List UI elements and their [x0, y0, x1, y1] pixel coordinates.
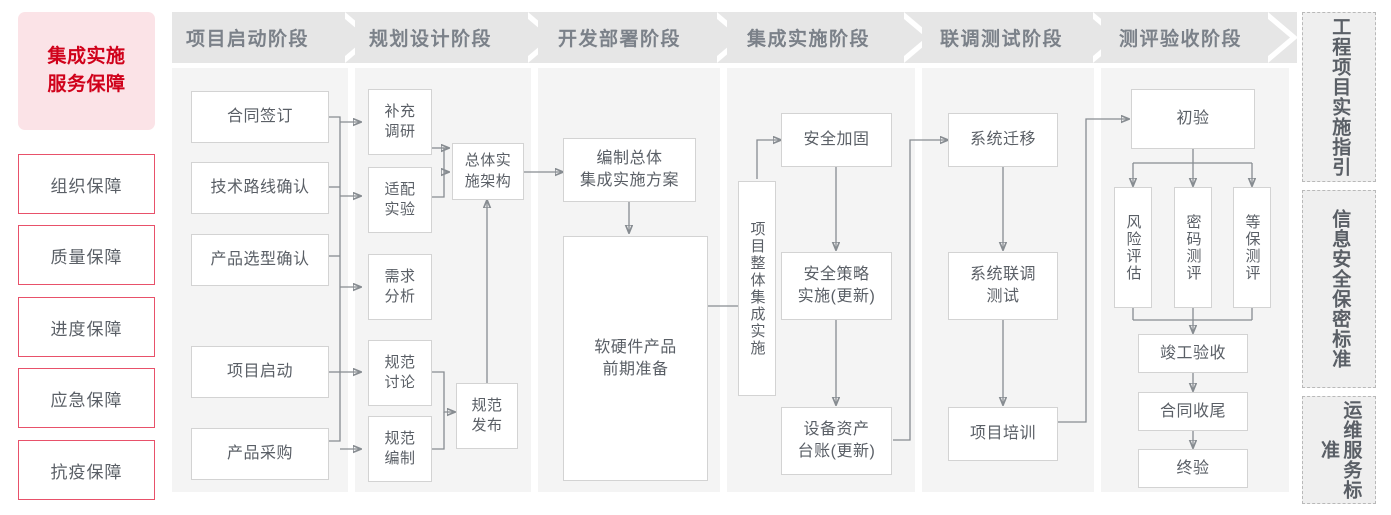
node-p2-2[interactable]: 需求 分析	[368, 254, 432, 320]
node-label: 合同签订	[226, 108, 293, 126]
phase-header-p3[interactable]: 开发部署阶段	[538, 12, 747, 63]
phase-header-p6[interactable]: 测评验收阶段	[1101, 12, 1298, 63]
phase-header-label: 规划设计阶段	[369, 29, 493, 50]
node-p5-2[interactable]: 项目培训	[948, 407, 1058, 461]
node-label: 规范 发布	[471, 396, 503, 434]
node-label: 初验	[1176, 110, 1210, 128]
standard-label: 运维服务标准	[1318, 400, 1362, 500]
phase-header-p1[interactable]: 项目启动阶段	[172, 12, 375, 63]
standard-item-1[interactable]: 信息安全保密标准	[1302, 190, 1376, 388]
node-p1-0[interactable]: 合同签订	[191, 91, 329, 143]
node-p1-4[interactable]: 产品采购	[191, 428, 329, 480]
guarantee-item-4[interactable]: 抗疫保障	[18, 440, 155, 500]
phase-header-p5[interactable]: 联调测试阶段	[922, 12, 1123, 63]
node-p2-4[interactable]: 规范 编制	[368, 416, 432, 482]
node-label: 系统联调 测试	[969, 266, 1036, 305]
phase-header-label: 集成实施阶段	[747, 29, 871, 50]
guarantee-label: 组织保障	[50, 176, 123, 196]
standard-item-0[interactable]: 工程项目实施指引	[1302, 12, 1376, 182]
node-p2-5[interactable]: 总体实 施架构	[452, 143, 524, 200]
node-label: 项目整体集成实施	[748, 220, 766, 357]
guarantee-item-0[interactable]: 组织保障	[18, 154, 155, 214]
node-p6-4[interactable]: 竣工验收	[1138, 334, 1248, 373]
node-p3-0[interactable]: 编制总体 集成实施方案	[563, 138, 696, 202]
node-label: 规范 讨论	[384, 353, 416, 391]
node-p2-1[interactable]: 适配 实验	[368, 167, 432, 233]
node-label: 规范 编制	[384, 429, 416, 467]
node-p6-0[interactable]: 初验	[1131, 89, 1255, 149]
guarantee-item-3[interactable]: 应急保障	[18, 368, 155, 428]
node-p5-1[interactable]: 系统联调 测试	[948, 252, 1058, 320]
node-label: 适配 实验	[384, 180, 416, 218]
standard-label: 信息安全保密标准	[1329, 209, 1351, 369]
node-label: 终验	[1176, 459, 1210, 477]
node-p4-0[interactable]: 项目整体集成实施	[738, 181, 776, 396]
guarantee-label: 应急保障	[50, 390, 123, 410]
node-p2-3[interactable]: 规范 讨论	[368, 340, 432, 406]
guarantee-label: 质量保障	[50, 247, 123, 267]
phase-header-p4[interactable]: 集成实施阶段	[727, 12, 934, 63]
guarantee-label: 进度保障	[50, 319, 123, 339]
node-label: 产品选型确认	[210, 251, 310, 269]
phase-header-label: 开发部署阶段	[558, 29, 682, 50]
node-label: 编制总体 集成实施方案	[579, 150, 679, 189]
node-p6-3[interactable]: 等保测评	[1233, 187, 1271, 308]
node-label: 安全加固	[803, 131, 870, 149]
node-p6-5[interactable]: 合同收尾	[1138, 392, 1248, 431]
node-p6-2[interactable]: 密码测评	[1174, 187, 1212, 308]
node-label: 项目培训	[969, 425, 1036, 443]
node-label: 设备资产 台账(更新)	[797, 421, 876, 460]
node-label: 风险评估	[1124, 213, 1142, 282]
node-p5-0[interactable]: 系统迁移	[948, 113, 1058, 167]
node-label: 技术路线确认	[210, 179, 310, 197]
node-p2-6[interactable]: 规范 发布	[456, 383, 518, 449]
node-p1-2[interactable]: 产品选型确认	[191, 234, 329, 286]
node-p2-0[interactable]: 补充 调研	[368, 89, 432, 155]
node-label: 等保测评	[1243, 213, 1261, 282]
phase-header-label: 联调测试阶段	[940, 29, 1064, 50]
phase-header-label: 项目启动阶段	[186, 29, 310, 50]
node-label: 需求 分析	[384, 267, 416, 305]
node-p4-1[interactable]: 安全加固	[781, 113, 892, 167]
node-label: 系统迁移	[969, 131, 1036, 149]
standard-label: 工程项目实施指引	[1329, 17, 1351, 177]
node-p4-3[interactable]: 设备资产 台账(更新)	[781, 407, 892, 475]
node-label: 密码测评	[1184, 213, 1202, 282]
diagram-title-block: 集成实施 服务保障	[18, 12, 155, 130]
phase-header-label: 测评验收阶段	[1119, 29, 1243, 50]
node-label: 项目启动	[226, 363, 293, 381]
node-p6-1[interactable]: 风险评估	[1114, 187, 1152, 308]
node-label: 补充 调研	[384, 102, 416, 140]
node-label: 安全策略 实施(更新)	[797, 266, 876, 305]
diagram-title-line1: 集成实施	[47, 46, 126, 68]
guarantee-item-2[interactable]: 进度保障	[18, 297, 155, 357]
diagram-title-line2: 服务保障	[47, 74, 126, 95]
node-label: 产品采购	[226, 445, 293, 463]
node-p1-1[interactable]: 技术路线确认	[191, 162, 329, 214]
standard-item-2[interactable]: 运维服务标准	[1302, 396, 1376, 504]
node-label: 软硬件产品 前期准备	[594, 338, 677, 378]
phase-header-p2[interactable]: 规划设计阶段	[355, 12, 558, 63]
node-label: 合同收尾	[1159, 402, 1226, 420]
node-label: 竣工验收	[1159, 344, 1226, 362]
node-p1-3[interactable]: 项目启动	[191, 346, 329, 398]
node-p6-6[interactable]: 终验	[1138, 449, 1248, 488]
node-label: 总体实 施架构	[464, 152, 512, 190]
node-p3-1[interactable]: 软硬件产品 前期准备	[563, 236, 708, 481]
guarantee-item-1[interactable]: 质量保障	[18, 225, 155, 285]
node-p4-2[interactable]: 安全策略 实施(更新)	[781, 252, 892, 320]
guarantee-label: 抗疫保障	[50, 462, 123, 482]
